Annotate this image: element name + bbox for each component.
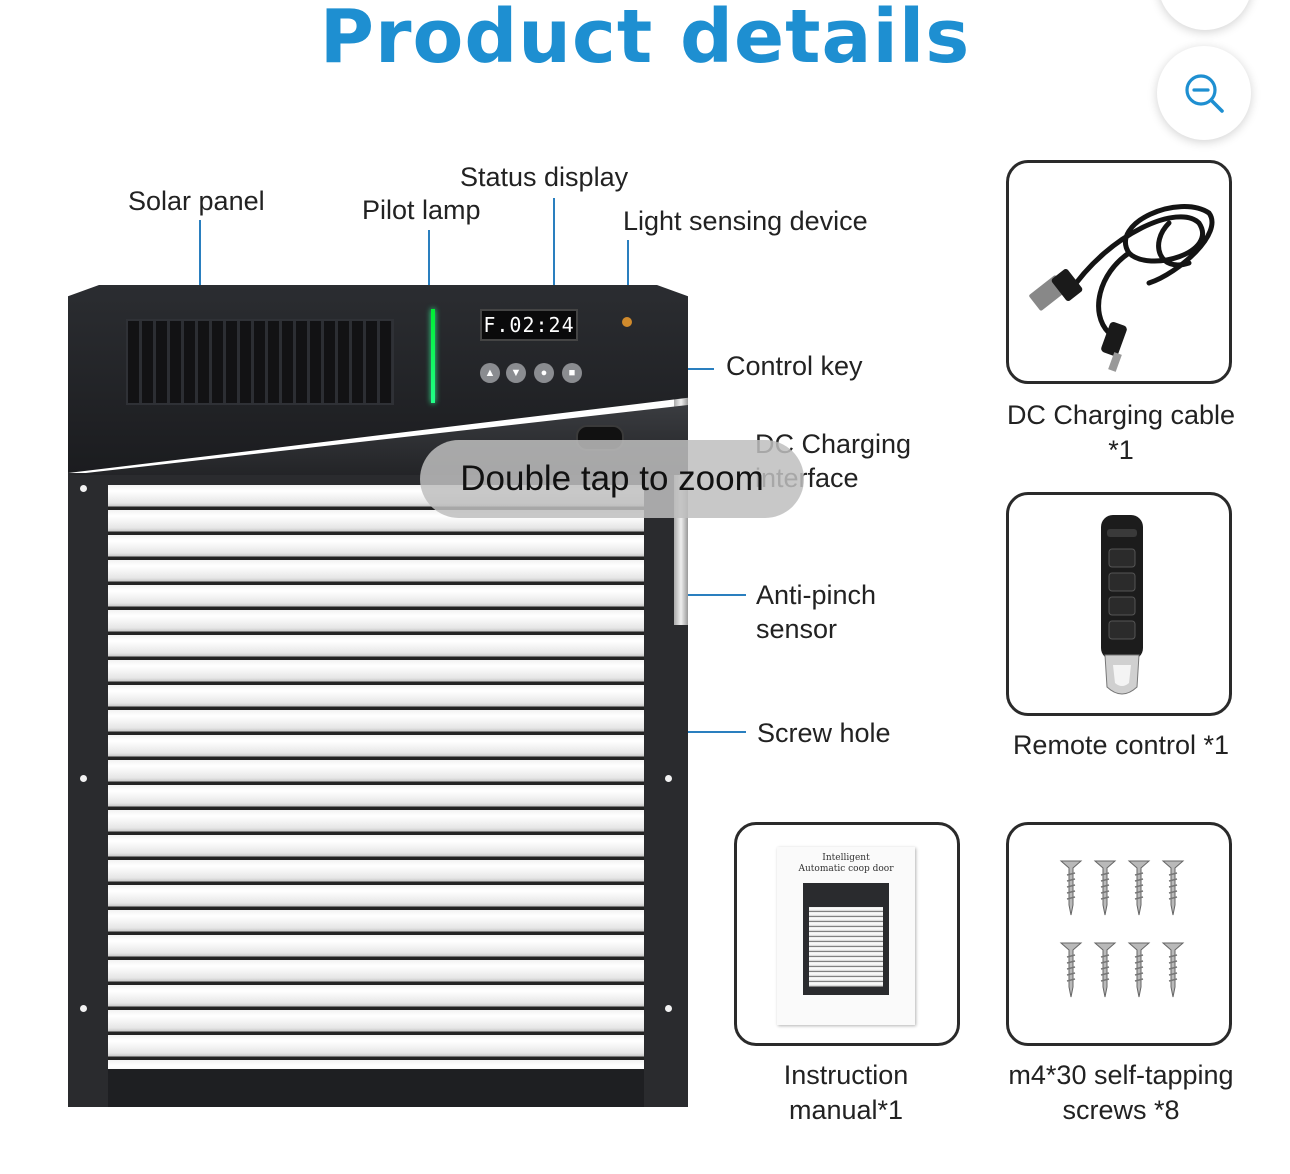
key-settings-icon: ● <box>534 363 554 383</box>
caption-dc-cable: DC Charging cable *1 <box>1006 400 1236 465</box>
door-slats <box>108 485 644 1069</box>
manual-door-illustration <box>803 883 889 995</box>
manual-title-line1: Intelligent <box>822 853 870 863</box>
manual-door-slats <box>809 907 883 987</box>
page-title: Product details <box>319 0 971 80</box>
solar-panel <box>126 319 394 405</box>
caption-screws: m4*30 self-tapping screws *8 <box>1008 1060 1234 1125</box>
accessory-dc-cable <box>1006 160 1232 384</box>
status-display: F.02:24 <box>480 309 578 341</box>
label-control-key: Control key <box>726 351 863 381</box>
remote-control-icon <box>1101 515 1143 695</box>
pilot-lamp <box>431 309 435 403</box>
caption-remote-control: Remote control *1 <box>1012 730 1230 760</box>
zoom-hint-toast: Double tap to zoom <box>420 440 804 518</box>
screw-hole-dot <box>80 775 87 782</box>
screw-hole-dot <box>665 1005 672 1012</box>
label-anti-pinch-sensor: Anti-pinch sensor <box>756 580 877 644</box>
door-bottom-bar <box>108 1069 644 1107</box>
screw-hole-dot <box>665 775 672 782</box>
screws-icon <box>1060 860 1184 998</box>
label-light-sensing-device: Light sensing device <box>623 206 868 236</box>
screw-hole-dot <box>80 485 87 492</box>
accessory-instruction-manual: Intelligent Automatic coop door <box>734 822 960 1046</box>
label-status-display: Status display <box>460 162 629 192</box>
leader-light-sensing <box>627 240 629 316</box>
zoom-out-button[interactable] <box>1157 46 1251 140</box>
leader-status-display <box>553 198 555 308</box>
label-screw-hole: Screw hole <box>757 718 891 748</box>
screw-hole-dot <box>80 1005 87 1012</box>
leader-screw-hole <box>654 731 746 733</box>
manual-title-line2: Automatic coop door <box>798 864 894 874</box>
zoom-out-icon <box>1185 74 1224 113</box>
usb-cable-icon <box>1029 204 1215 372</box>
label-pilot-lamp: Pilot lamp <box>362 195 481 225</box>
accessory-remote-control <box>1006 492 1232 716</box>
coop-door-image: F.02:24 ▲ ▼ ● ■ <box>68 285 688 1107</box>
light-sensor <box>622 317 632 327</box>
accessory-screws <box>1006 822 1232 1046</box>
manual-sheet: Intelligent Automatic coop door <box>777 847 915 1025</box>
caption-instruction-manual: Instruction manual*1 <box>783 1060 909 1125</box>
key-stop-icon: ■ <box>562 363 582 383</box>
manual-title: Intelligent Automatic coop door <box>777 853 915 875</box>
leader-solar-panel <box>199 220 201 346</box>
key-up-icon: ▲ <box>480 363 500 383</box>
leader-pilot-lamp <box>428 230 430 320</box>
label-solar-panel: Solar panel <box>128 186 265 216</box>
key-down-icon: ▼ <box>506 363 526 383</box>
